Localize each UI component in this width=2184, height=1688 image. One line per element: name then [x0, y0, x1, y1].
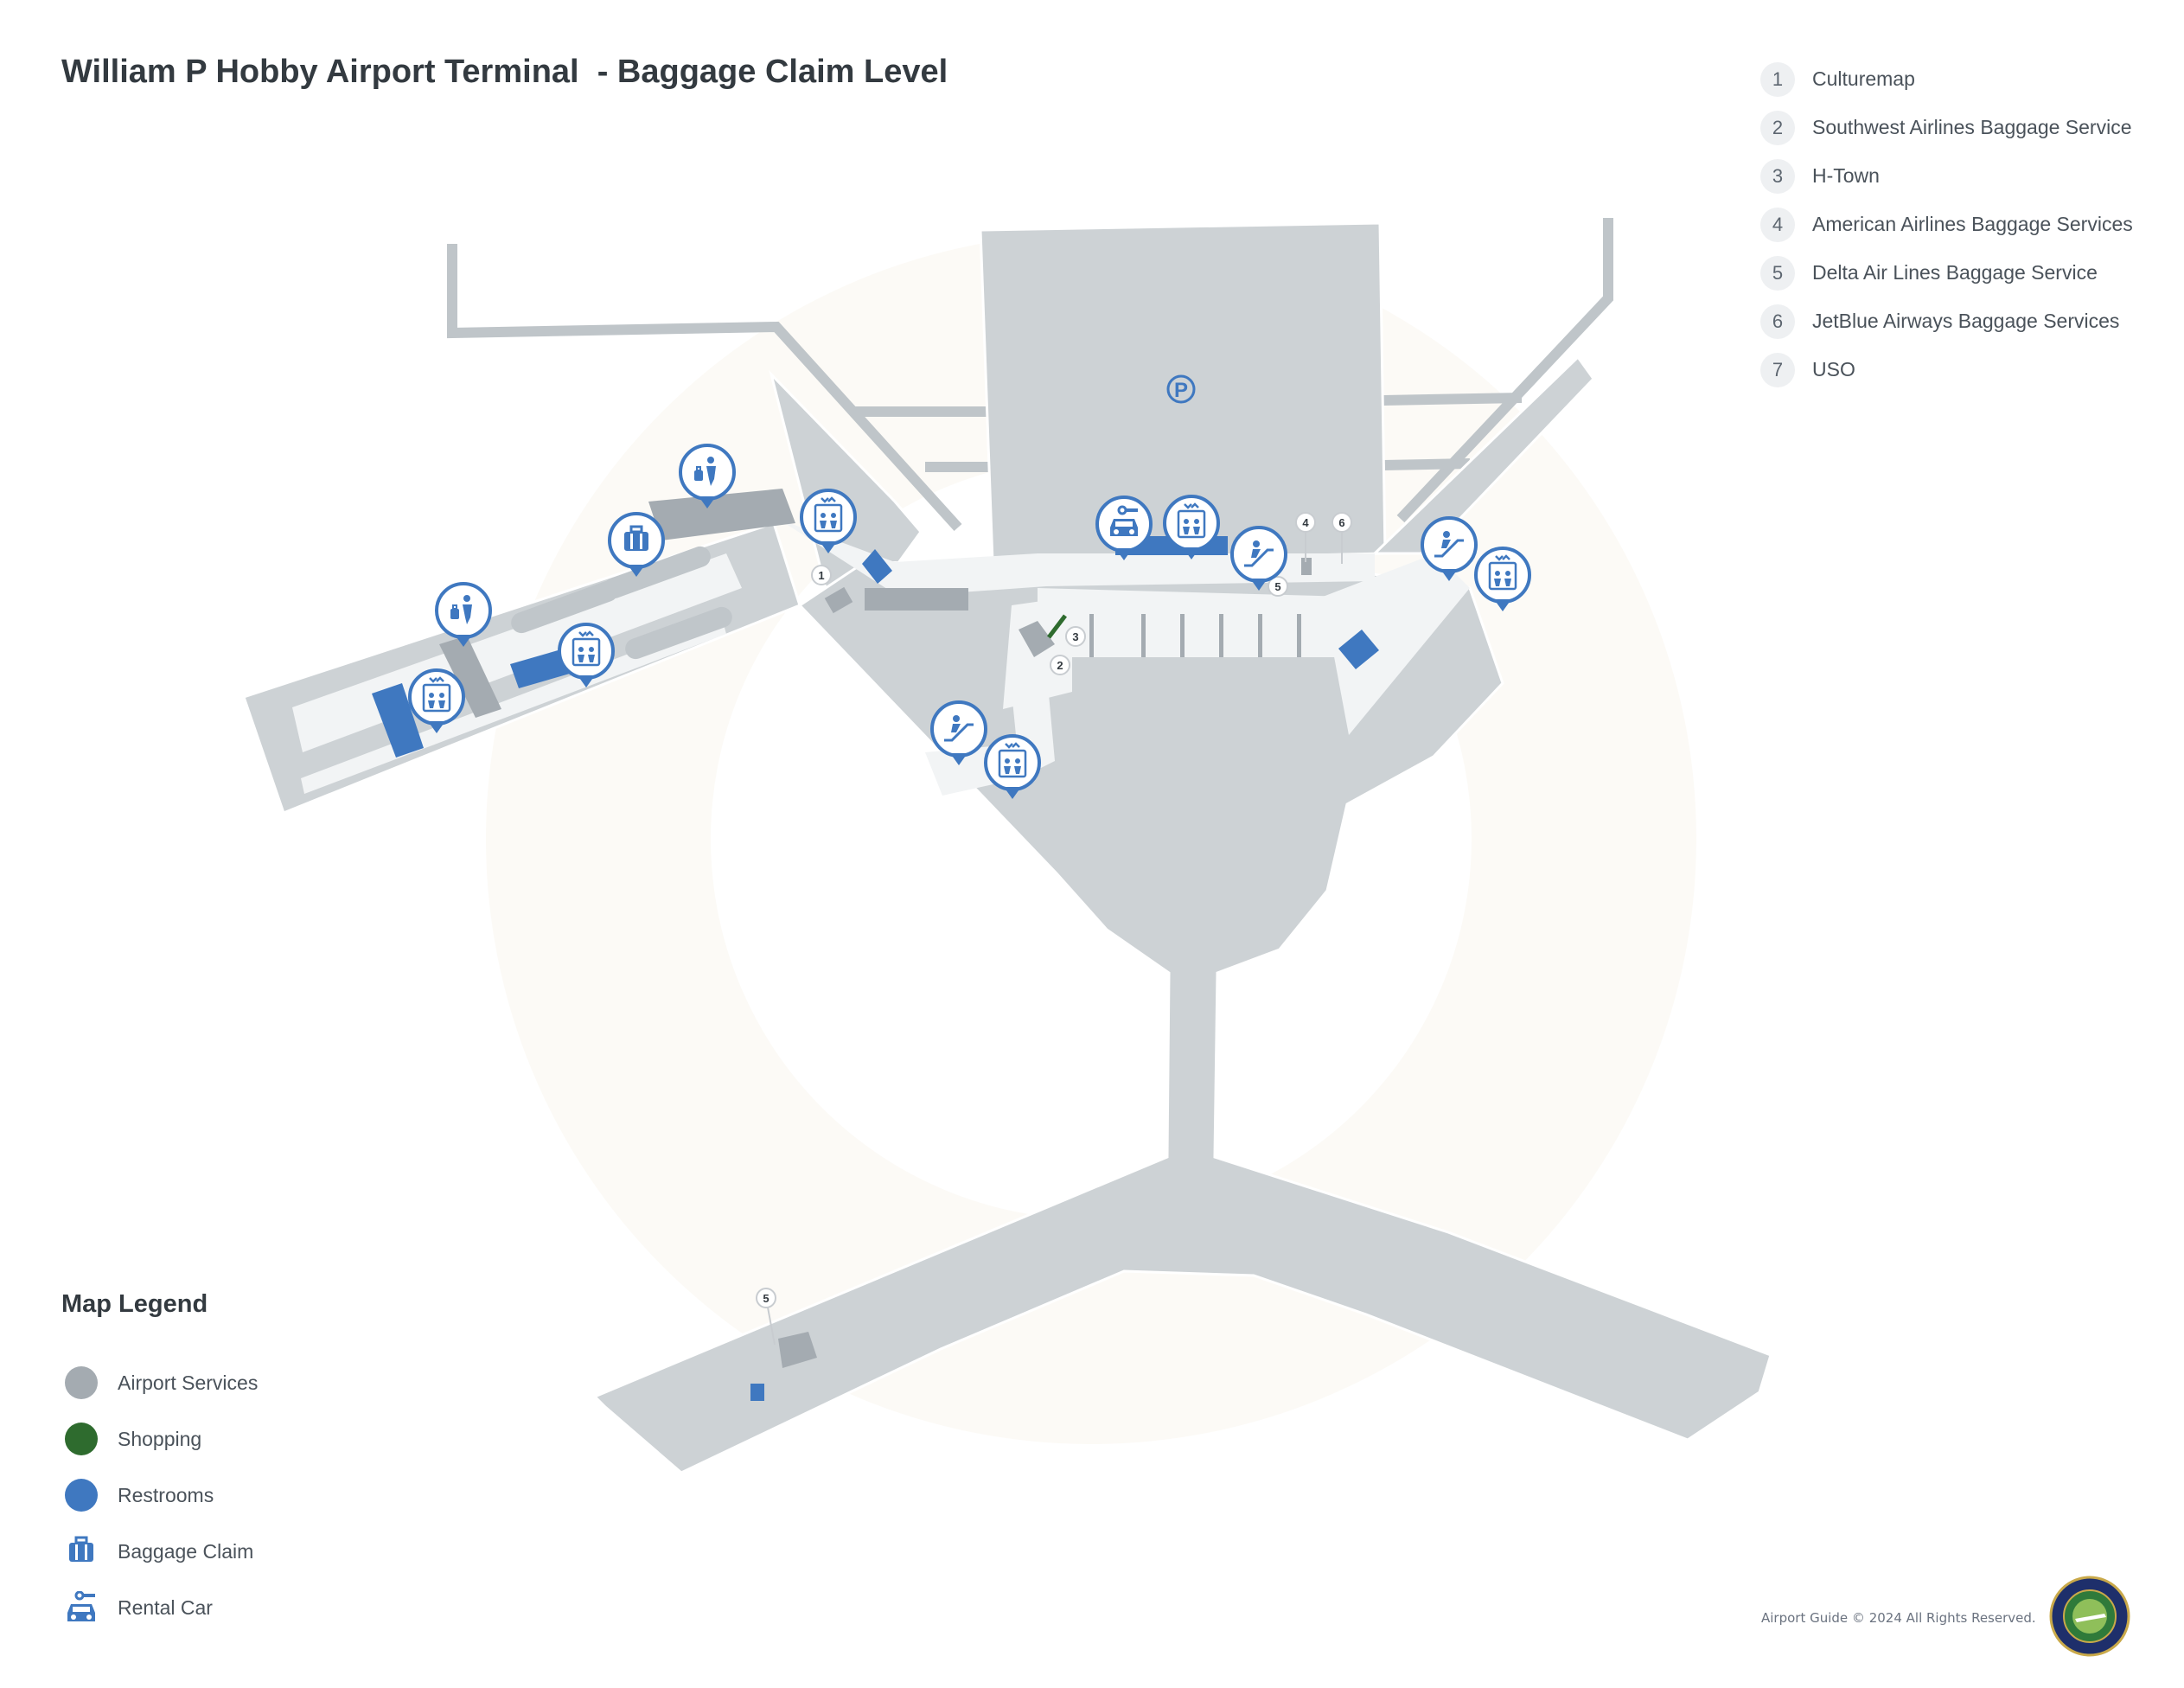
poi-marker-number: 1 — [818, 569, 824, 582]
poi-marker-number: 4 — [1302, 516, 1309, 529]
access-roads — [447, 218, 1613, 532]
place-name: American Airlines Baggage Services — [1812, 213, 2133, 235]
poi-marker-2[interactable]: 2 — [1050, 655, 1070, 675]
place-name: Southwest Airlines Baggage Service — [1812, 116, 2132, 138]
place-number: 3 — [1760, 159, 1795, 194]
poi-marker-number: 3 — [1072, 630, 1078, 643]
poi-marker-number: 5 — [763, 1292, 769, 1305]
legend-label: Restrooms — [118, 1484, 214, 1506]
legend-label: Rental Car — [118, 1596, 213, 1619]
place-name: Delta Air Lines Baggage Service — [1812, 261, 2098, 284]
place-number: 7 — [1760, 353, 1795, 387]
poi-marker-1[interactable]: 1 — [811, 565, 832, 585]
poi-marker-5[interactable]: 5 — [1268, 576, 1288, 597]
baggage-claim-icon — [67, 1536, 95, 1563]
parking-symbol: P — [1174, 379, 1188, 402]
shopping-area — [1047, 614, 1067, 639]
copyright-notice: Airport Guide © 2024 All Rights Reserved… — [1761, 1610, 2036, 1626]
place-name: USO — [1812, 358, 1855, 380]
rental-car-icon — [66, 1591, 97, 1623]
place-number: 2 — [1760, 111, 1795, 145]
national-airport-database-seal — [2049, 1576, 2130, 1657]
parking-icon: P — [1166, 374, 1196, 404]
place-number: 6 — [1760, 304, 1795, 339]
poi-marker-5-secondary[interactable]: 5 — [756, 1288, 776, 1346]
poi-marker-number: 2 — [1057, 659, 1063, 672]
legend-title: Map Legend — [61, 1290, 208, 1318]
restrooms-swatch — [65, 1479, 98, 1512]
map-title: William P Hobby Airport Terminal - Bagga… — [61, 54, 948, 90]
airport-services — [439, 489, 1312, 1368]
poi-marker-4[interactable]: 4 — [1295, 512, 1316, 562]
shopping-swatch — [65, 1423, 98, 1455]
place-number: 4 — [1760, 208, 1795, 242]
place-name: Culturemap — [1812, 67, 1915, 90]
place-name: H-Town — [1812, 164, 1880, 187]
baggage-carousels — [511, 546, 732, 660]
airport-services-swatch — [65, 1366, 98, 1399]
place-name: JetBlue Airways Baggage Services — [1812, 310, 2120, 332]
poi-marker-number: 5 — [1274, 580, 1280, 593]
place-number: 1 — [1760, 62, 1795, 97]
legend-label: Airport Services — [118, 1372, 259, 1394]
legend-label: Baggage Claim — [118, 1540, 254, 1563]
poi-marker-number: 6 — [1338, 516, 1344, 529]
poi-marker-3[interactable]: 3 — [1065, 626, 1086, 647]
place-number: 5 — [1760, 256, 1795, 291]
poi-marker-6[interactable]: 6 — [1331, 512, 1352, 564]
legend-label: Shopping — [118, 1428, 202, 1450]
